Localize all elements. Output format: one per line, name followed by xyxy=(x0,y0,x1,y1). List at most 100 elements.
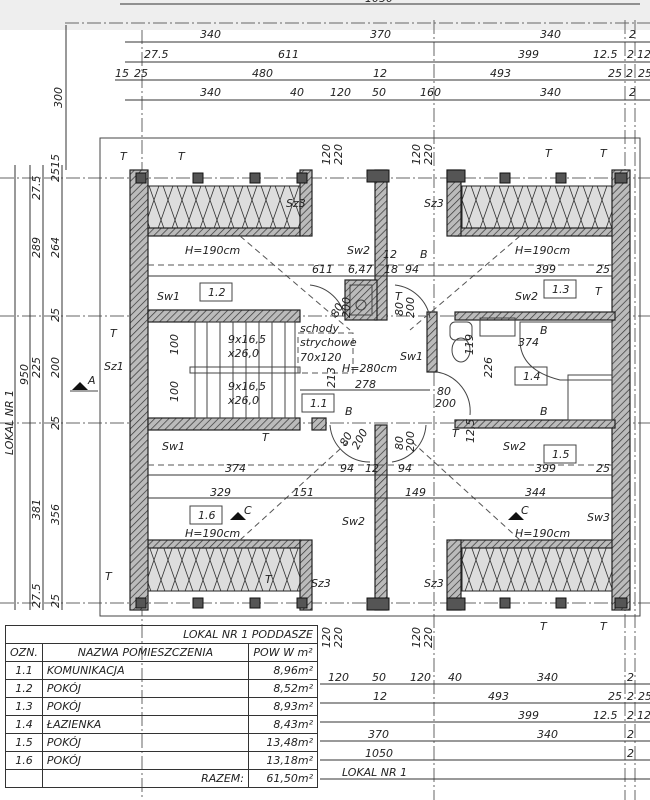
svg-text:B: B xyxy=(540,324,548,337)
svg-text:T: T xyxy=(262,431,270,444)
svg-text:120: 120 xyxy=(320,144,333,165)
svg-text:220: 220 xyxy=(422,144,435,165)
svg-text:25: 25 xyxy=(608,690,622,703)
svg-text:340: 340 xyxy=(540,86,561,99)
svg-text:schody: schody xyxy=(300,322,339,335)
svg-text:160: 160 xyxy=(420,86,441,99)
svg-text:94: 94 xyxy=(405,263,419,276)
svg-text:B: B xyxy=(420,248,428,261)
svg-text:H=190cm: H=190cm xyxy=(185,244,240,257)
roof-outline xyxy=(99,137,641,617)
svg-text:40: 40 xyxy=(290,86,304,99)
scan-shadow xyxy=(0,0,650,30)
svg-text:25: 25 xyxy=(49,594,62,608)
svg-text:120: 120 xyxy=(410,144,423,165)
svg-text:T: T xyxy=(545,147,553,160)
svg-text:T: T xyxy=(105,570,113,583)
svg-text:12: 12 xyxy=(365,462,379,475)
left-dimensions: LOKAL NR 1 950 27.5 289 225 381 27.5 15 … xyxy=(3,154,63,610)
svg-text:Sw1: Sw1 xyxy=(400,350,423,363)
svg-text:200: 200 xyxy=(404,431,417,452)
svg-text:356: 356 xyxy=(49,504,62,525)
svg-text:1.3: 1.3 xyxy=(552,283,570,296)
svg-text:493: 493 xyxy=(488,690,509,703)
svg-text:1050: 1050 xyxy=(365,0,393,5)
svg-text:200: 200 xyxy=(435,397,456,410)
svg-text:x26,0: x26,0 xyxy=(227,394,259,407)
svg-text:340: 340 xyxy=(537,728,558,741)
posts xyxy=(135,169,628,611)
svg-text:2: 2 xyxy=(629,28,636,41)
room-area: 8,93m² xyxy=(248,697,318,716)
svg-text:T: T xyxy=(600,147,608,160)
table-total-row: RAZEM:61,50m² xyxy=(5,769,318,788)
svg-text:12.5: 12.5 xyxy=(593,709,618,722)
room-code: 1.5 xyxy=(5,733,43,752)
svg-text:25: 25 xyxy=(49,416,62,430)
svg-text:381: 381 xyxy=(30,499,43,520)
svg-text:27.5: 27.5 xyxy=(30,176,43,201)
svg-text:Sw2: Sw2 xyxy=(342,515,365,528)
room-name: POKÓJ xyxy=(41,751,250,770)
svg-text:200: 200 xyxy=(349,427,370,452)
svg-text:T: T xyxy=(452,427,460,440)
room-labels: 1.1 1.2 1.3 1.4 1.5 1.6 xyxy=(189,279,577,525)
svg-text:70x120: 70x120 xyxy=(300,351,342,364)
room-name: ŁAZIENKA xyxy=(41,715,250,734)
svg-text:2: 2 xyxy=(627,671,634,684)
room-name: POKÓJ xyxy=(41,697,250,716)
svg-text:1.5: 1.5 xyxy=(552,448,570,461)
svg-text:C: C xyxy=(244,504,252,517)
svg-text:Sz3: Sz3 xyxy=(424,577,444,590)
svg-text:120: 120 xyxy=(410,627,423,648)
room-area: 13,48m² xyxy=(248,733,318,752)
room-name: POKÓJ xyxy=(41,733,250,752)
svg-text:225: 225 xyxy=(30,357,43,378)
svg-text:40: 40 xyxy=(448,671,462,684)
svg-text:950: 950 xyxy=(18,364,31,385)
total-label: RAZEM: xyxy=(41,769,250,788)
room-area: 8,52m² xyxy=(248,679,318,698)
svg-text:200: 200 xyxy=(340,297,353,318)
svg-text:340: 340 xyxy=(540,28,561,41)
svg-text:15: 15 xyxy=(49,154,62,168)
svg-text:2: 2 xyxy=(627,690,634,703)
svg-text:1.4: 1.4 xyxy=(523,370,541,383)
svg-text:213: 213 xyxy=(325,367,338,388)
room-code: 1.2 xyxy=(5,679,43,698)
svg-text:6,47: 6,47 xyxy=(348,263,373,276)
svg-text:27.5: 27.5 xyxy=(144,48,169,61)
svg-text:12.5: 12.5 xyxy=(637,709,650,722)
svg-text:Sw2: Sw2 xyxy=(503,440,526,453)
ceiling-heights: H=190cm H=190cm H=190cm H=190cm H=280cm xyxy=(185,244,570,540)
svg-text:370: 370 xyxy=(368,728,389,741)
svg-text:25: 25 xyxy=(596,263,610,276)
room-name: KOMUNIKACJA xyxy=(41,661,250,680)
svg-text:289: 289 xyxy=(30,237,43,258)
svg-text:x26,0: x26,0 xyxy=(227,347,259,360)
svg-text:1.2: 1.2 xyxy=(208,286,226,299)
svg-text:94: 94 xyxy=(340,462,354,475)
svg-text:25: 25 xyxy=(596,462,610,475)
svg-text:9x16,5: 9x16,5 xyxy=(228,380,266,393)
svg-text:149: 149 xyxy=(405,486,426,499)
svg-text:264: 264 xyxy=(49,237,62,258)
svg-text:T: T xyxy=(265,573,273,586)
svg-text:344: 344 xyxy=(525,486,546,499)
svg-text:12: 12 xyxy=(383,248,397,261)
svg-text:80: 80 xyxy=(393,436,406,450)
svg-text:Sz3: Sz3 xyxy=(286,197,306,210)
svg-text:25: 25 xyxy=(608,67,622,80)
svg-text:2: 2 xyxy=(627,747,634,760)
svg-text:2: 2 xyxy=(626,67,633,80)
svg-text:119: 119 xyxy=(463,334,476,355)
svg-text:strychowe: strychowe xyxy=(300,336,357,349)
